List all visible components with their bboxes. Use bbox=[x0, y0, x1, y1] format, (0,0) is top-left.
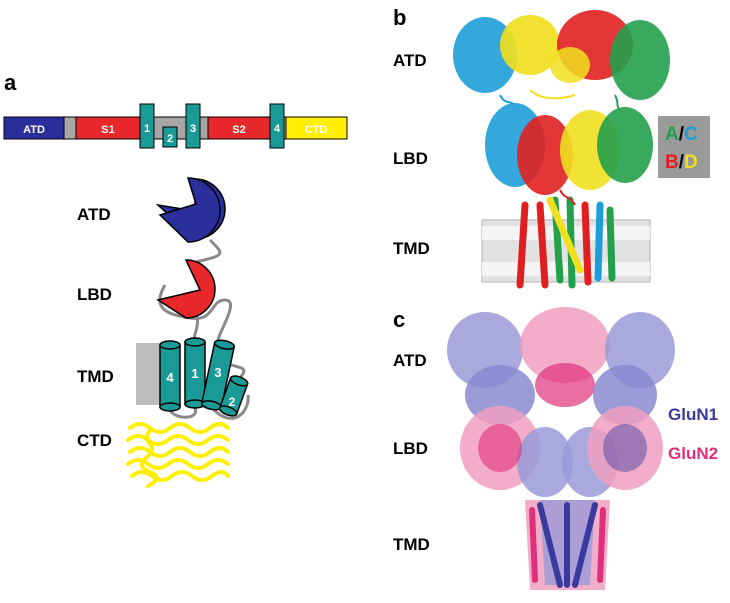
lbd-clamshell bbox=[156, 259, 216, 319]
panel-c-lbd-label: LBD bbox=[393, 439, 428, 458]
legend-chain-c: C bbox=[684, 124, 698, 145]
bar-ctd-label: CTD bbox=[305, 124, 328, 136]
bar-m1 bbox=[139, 103, 155, 149]
panel-a-letter: a bbox=[4, 70, 17, 95]
helix-2-label: 2 bbox=[229, 395, 236, 409]
lbd-glun1-right-core bbox=[603, 424, 647, 472]
helix-4 bbox=[159, 340, 181, 412]
ribbon-structure bbox=[453, 10, 670, 289]
helix-3-label: 3 bbox=[214, 365, 221, 380]
bar-m4-label: 4 bbox=[274, 123, 281, 135]
tmd-helices-surface bbox=[529, 502, 606, 588]
panel-b-tmd-label: TMD bbox=[393, 239, 430, 258]
bar-ctd-segment bbox=[285, 116, 348, 140]
bar-m1-label: 1 bbox=[144, 123, 150, 135]
helix-1-label: 1 bbox=[191, 366, 198, 381]
legend-chain-d: D bbox=[684, 152, 698, 173]
chain-linkers bbox=[499, 89, 621, 206]
panel-a-ctd-label: CTD bbox=[77, 431, 112, 450]
helix-4-label: 4 bbox=[166, 370, 174, 385]
lbd-glun2-right bbox=[587, 406, 663, 490]
bar-m4 bbox=[269, 103, 285, 149]
lbd-glun2-left-core bbox=[478, 424, 522, 472]
panel-a-atd-label: ATD bbox=[77, 205, 111, 224]
ctd-squiggles bbox=[126, 422, 230, 488]
atd-chain-d-center bbox=[550, 47, 590, 83]
legend-chain-b: B bbox=[665, 152, 679, 173]
legend-glun1: GluN1 bbox=[668, 405, 718, 424]
panel-c-letter: c bbox=[393, 307, 405, 332]
helix-3 bbox=[200, 339, 236, 411]
legend-chain-a: A bbox=[665, 124, 679, 145]
panel-b-letter: b bbox=[393, 5, 406, 30]
legend-line-2: B/D bbox=[665, 152, 698, 173]
bar-atd-segment bbox=[3, 116, 65, 140]
lbd-chain-b bbox=[517, 115, 573, 195]
atd-chain-a bbox=[610, 20, 670, 100]
bar-m2-label: 2 bbox=[167, 133, 173, 145]
panel-a-lbd-label: LBD bbox=[77, 285, 112, 304]
bar-m3-label: 3 bbox=[190, 123, 196, 135]
atd-glun2-center bbox=[520, 307, 610, 383]
legend-slash-1: / bbox=[679, 124, 685, 145]
atd-clamshell-shape bbox=[158, 177, 221, 243]
bar-atd-label: ATD bbox=[23, 124, 45, 136]
atd-chain-c bbox=[453, 17, 517, 93]
lbd-chain-a bbox=[597, 107, 653, 183]
bar-s2-label: S2 bbox=[232, 124, 245, 136]
domain-bar: ATD S1 1 2 3 S2 4 CTD bbox=[3, 103, 348, 149]
helix-1 bbox=[184, 337, 206, 409]
chain-legend-box bbox=[658, 116, 710, 178]
atd-glun1-left-lower bbox=[465, 365, 535, 425]
lbd-glun1-left bbox=[517, 427, 573, 497]
atd-chain-d-left bbox=[500, 15, 560, 75]
panel-c-atd-label: ATD bbox=[393, 351, 427, 370]
bar-m2 bbox=[162, 126, 178, 148]
panel-b-atd-label: ATD bbox=[393, 51, 427, 70]
bar-m3 bbox=[185, 103, 201, 149]
surface-structure bbox=[447, 307, 675, 590]
tmd-helix-bundle bbox=[516, 196, 616, 289]
tmd-helices: 4 1 3 2 bbox=[159, 337, 249, 417]
legend-glun2: GluN2 bbox=[668, 444, 718, 463]
panel-b-lbd-label: LBD bbox=[393, 149, 428, 168]
legend-line-1: A/C bbox=[665, 124, 698, 145]
atd-glun2-core bbox=[535, 363, 595, 407]
bar-s1-label: S1 bbox=[101, 124, 114, 136]
panel-c-tmd-label: TMD bbox=[393, 535, 430, 554]
legend-slash-2: / bbox=[679, 152, 685, 173]
helix-2 bbox=[218, 375, 249, 417]
panel-a-tmd-label: TMD bbox=[77, 367, 114, 386]
